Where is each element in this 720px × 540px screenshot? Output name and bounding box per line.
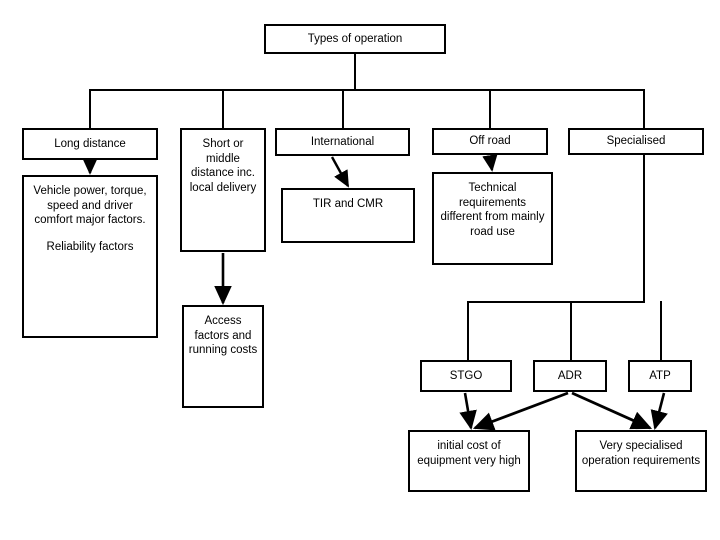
node-international[interactable]: International bbox=[275, 128, 410, 156]
connector-drop-long-distance bbox=[89, 89, 91, 128]
node-label-very-specialised-operation: Very specialised operation requirements bbox=[581, 440, 701, 467]
node-tir-and-cmr[interactable]: TIR and CMR bbox=[281, 188, 415, 243]
connector-drop-off-road bbox=[489, 89, 491, 128]
node-vehicle-power-factors[interactable]: Vehicle power, torque, speed and driver … bbox=[22, 175, 158, 338]
node-label-access-factors: Access factors and running costs bbox=[188, 315, 258, 357]
arrow-off-road-to-technical-requirements bbox=[482, 154, 498, 172]
connector-drop-specialised bbox=[643, 89, 645, 128]
node-technical-requirements[interactable]: Technical requirements different from ma… bbox=[432, 172, 553, 265]
node-label-technical-requirements: Technical requirements different from ma… bbox=[440, 182, 545, 239]
node-long-distance[interactable]: Long distance bbox=[22, 128, 158, 160]
connector-drop-stgo bbox=[467, 301, 469, 361]
connector-drop-short-middle bbox=[222, 89, 224, 128]
node-specialised[interactable]: Specialised bbox=[568, 128, 704, 155]
node-label-long-distance: Long distance bbox=[54, 137, 126, 150]
arrow-international-to-tir-cmr bbox=[330, 156, 350, 188]
node-types-of-operation[interactable]: Types of operation bbox=[264, 24, 446, 54]
node-label-initial-cost-high: initial cost of equipment very high bbox=[417, 440, 521, 467]
connector-main-bus bbox=[89, 89, 645, 91]
connector-drop-international bbox=[342, 89, 344, 128]
node-label-stgo: STGO bbox=[449, 369, 483, 382]
arrow-adr-to-initial-cost bbox=[472, 391, 569, 431]
connector-drop-atp bbox=[660, 301, 662, 361]
node-label-atp: ATP bbox=[649, 369, 671, 382]
node-atp[interactable]: ATP bbox=[628, 360, 692, 392]
connector-specialised-stem bbox=[643, 155, 645, 303]
arrow-adr-to-very-specialised bbox=[571, 391, 653, 430]
connector-specialised-bus bbox=[467, 301, 645, 303]
node-off-road[interactable]: Off road bbox=[432, 128, 548, 155]
node-stgo[interactable]: STGO bbox=[420, 360, 512, 392]
node-label-specialised: Specialised bbox=[606, 135, 666, 148]
node-adr[interactable]: ADR bbox=[533, 360, 607, 392]
node-initial-cost-high[interactable]: initial cost of equipment very high bbox=[408, 430, 530, 492]
arrow-stgo-to-initial-cost bbox=[459, 392, 477, 431]
node-label-short-or-middle-distance: Short or middle distance inc. local deli… bbox=[189, 138, 257, 195]
node-label-off-road: Off road bbox=[469, 135, 511, 148]
node-label-types-of-operation: Types of operation bbox=[307, 32, 403, 45]
arrow-atp-to-very-specialised bbox=[650, 392, 668, 431]
node-label-reliability-factors: Reliability factors bbox=[46, 241, 134, 254]
connector-drop-adr bbox=[570, 301, 572, 361]
node-label-tir-and-cmr: TIR and CMR bbox=[312, 198, 384, 210]
connector-root-trunk bbox=[354, 54, 356, 90]
node-access-factors-running-costs[interactable]: Access factors and running costs bbox=[182, 305, 264, 408]
node-very-specialised-operation[interactable]: Very specialised operation requirements bbox=[575, 430, 707, 492]
node-short-or-middle-distance[interactable]: Short or middle distance inc. local deli… bbox=[180, 128, 266, 252]
node-label-vehicle-power: Vehicle power, torque, speed and driver … bbox=[33, 185, 147, 227]
node-label-adr: ADR bbox=[557, 369, 583, 382]
node-label-international: International bbox=[310, 135, 375, 148]
